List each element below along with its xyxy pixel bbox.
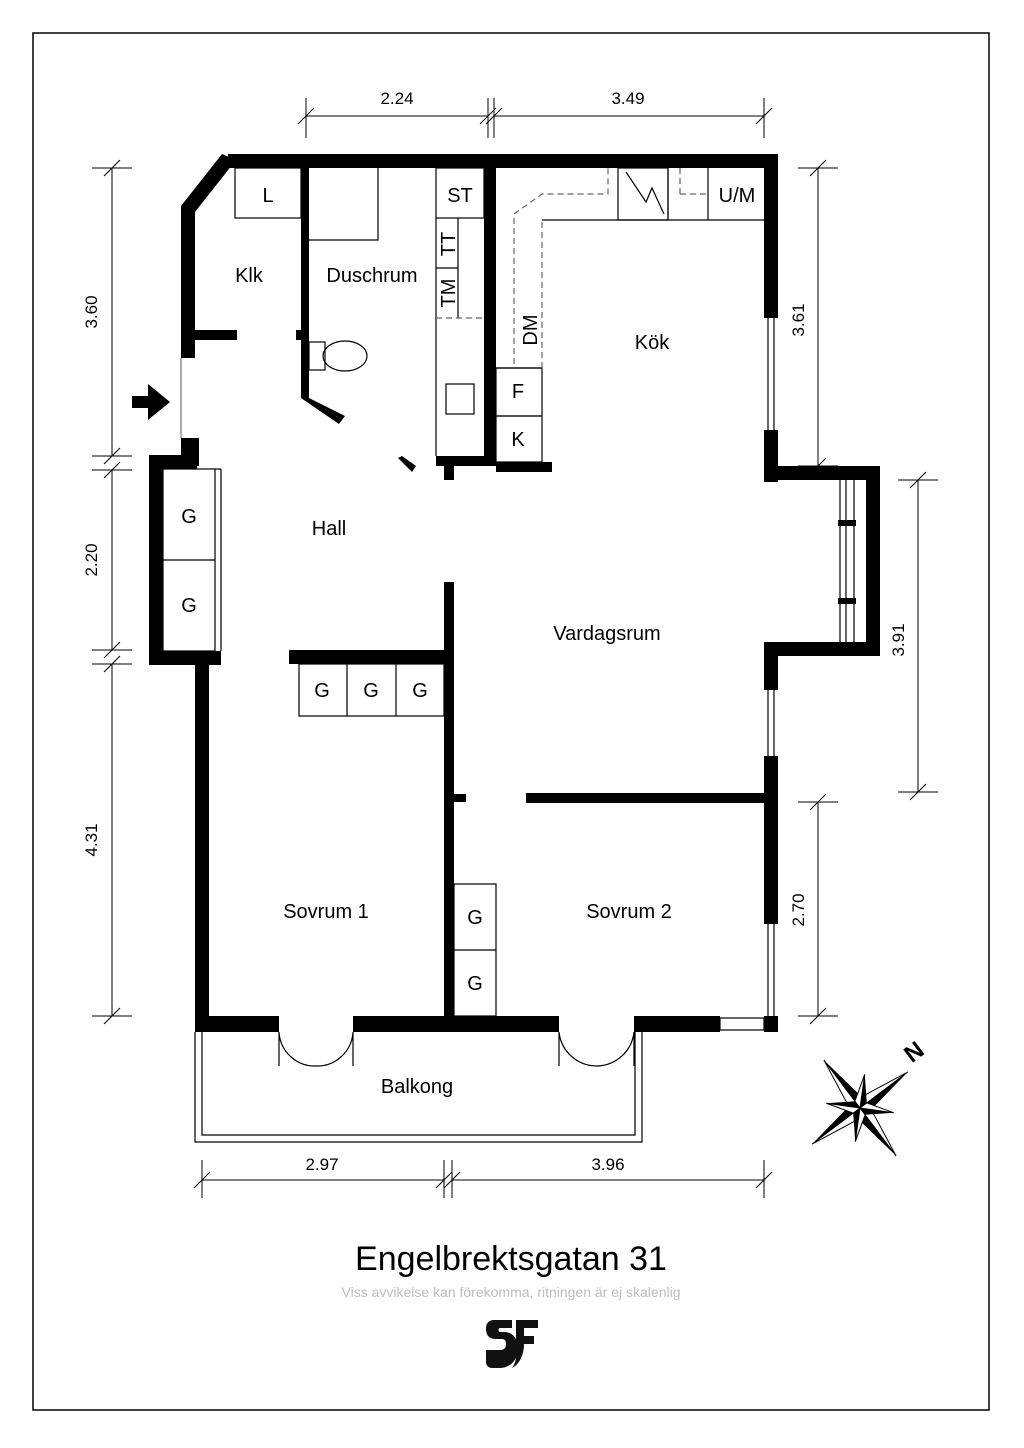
room-label-klk: Klk xyxy=(235,265,264,287)
fixture-label-k: K xyxy=(511,429,525,451)
room-label-hall: Hall xyxy=(312,518,346,540)
dimension-label-top-left: 2.24 xyxy=(380,89,413,108)
room-label-balkong: Balkong xyxy=(381,1076,453,1098)
dimension-lines xyxy=(92,98,938,1198)
fixture-label-dm: DM xyxy=(520,314,542,345)
closet-label: G xyxy=(412,680,428,702)
dimension-label-right-kitchen: 3.61 xyxy=(789,303,808,336)
entry-arrow-icon xyxy=(132,384,170,420)
room-labels: Klk Duschrum Kök Hall Vardagsrum Sovrum … xyxy=(235,265,672,1098)
room-label-vardagsrum: Vardagsrum xyxy=(553,623,660,645)
fixture-label-um: U/M xyxy=(719,185,756,207)
compass-north-label: N xyxy=(899,1036,929,1068)
closet-label: G xyxy=(467,907,483,929)
page-title: Engelbrektsgatan 31 xyxy=(355,1240,667,1278)
fixtures-lines xyxy=(162,167,879,1143)
room-label-sovrum2: Sovrum 2 xyxy=(586,901,672,923)
page-frame xyxy=(32,32,990,1411)
fixture-label-tm: TM xyxy=(438,279,460,308)
brand-logo-icon xyxy=(486,1320,538,1368)
dimension-label-left-lower: 4.31 xyxy=(82,823,101,856)
dimension-label-bottom-left: 2.97 xyxy=(305,1155,338,1174)
dimension-label-right-living: 3.91 xyxy=(889,623,908,656)
compass-rose-icon xyxy=(811,1059,909,1157)
walls xyxy=(149,154,880,1032)
room-label-sovrum1: Sovrum 1 xyxy=(283,901,369,923)
dimension-label-right-bedroom: 2.70 xyxy=(789,893,808,926)
page-subtitle: Viss avvikelse kan förekomma, ritningen … xyxy=(341,1284,680,1300)
closet-label: G xyxy=(467,973,483,995)
closet-label: G xyxy=(363,680,379,702)
closet-label: G xyxy=(314,680,330,702)
room-label-kok: Kök xyxy=(635,332,670,354)
closet-label: G xyxy=(181,506,197,528)
dimension-label-left-middle: 2.20 xyxy=(82,543,101,576)
room-label-duschrum: Duschrum xyxy=(326,265,417,287)
fixture-label-f: F xyxy=(512,381,524,403)
dimension-label-left-upper: 3.60 xyxy=(82,295,101,328)
dimension-label-top-right: 3.49 xyxy=(611,89,644,108)
fixture-label-st: ST xyxy=(447,185,473,207)
fixture-label-tt: TT xyxy=(438,232,460,256)
fixture-label-l: L xyxy=(262,185,273,207)
fixture-labels: L ST U/M TT TM DM F K G G G G G G G xyxy=(181,185,755,995)
dimension-labels: 2.24 3.49 3.60 2.20 4.31 3.61 3.91 2.70 … xyxy=(82,89,908,1174)
dimension-label-bottom-right: 3.96 xyxy=(591,1155,624,1174)
closet-label: G xyxy=(181,595,197,617)
